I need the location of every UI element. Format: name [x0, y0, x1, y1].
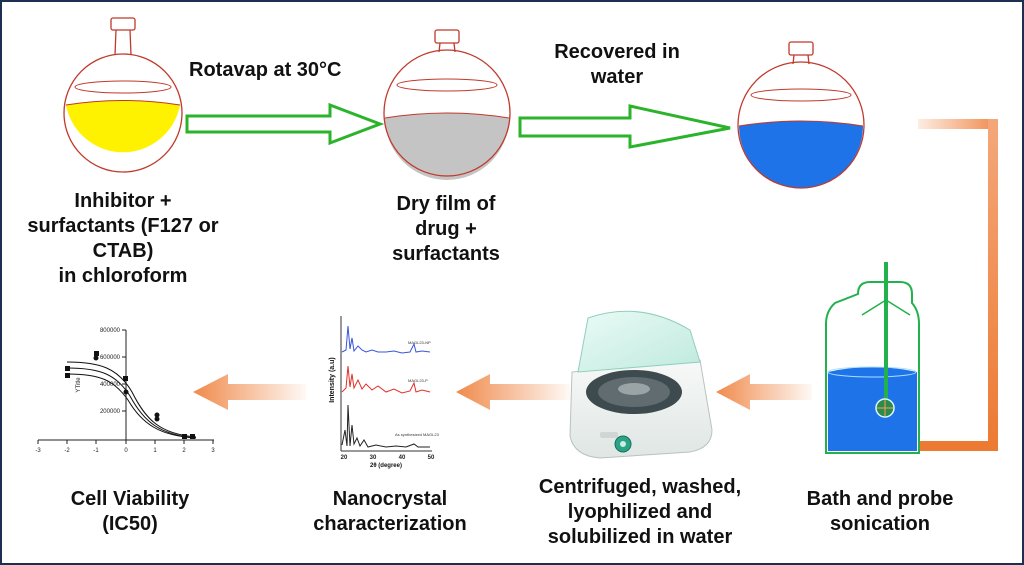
xrd-xtick: 50 [428, 455, 435, 461]
rotavap-label: Rotavap at 30°C [189, 59, 342, 81]
arrow-rotavap [185, 102, 385, 146]
step-label-line: drug + [415, 218, 477, 240]
step-label-line: sonication [829, 513, 930, 535]
xrd-xtick: 20 [341, 455, 348, 461]
viability-curve [66, 367, 197, 439]
viability-point [154, 416, 160, 422]
flask-chloroform-solution [63, 17, 183, 173]
sonication-vessel [825, 262, 920, 454]
centrifuge-icon [569, 310, 713, 459]
step-label-line: (IC50) [102, 513, 158, 535]
viability-plot: 800000 600000 400000 200000 -3 -2 -1 0 1… [35, 328, 215, 454]
arrow-to-centrifuge [716, 374, 812, 410]
viability-xtick: 1 [153, 448, 157, 454]
recovered-label-line: Recovered in [554, 41, 680, 63]
viability-xtick: 0 [124, 448, 128, 454]
xrd-ylabel: Intensity (a.u) [329, 357, 336, 403]
xrd-trace-as-synth [341, 404, 430, 448]
viability-point [94, 351, 99, 356]
viability-point [154, 412, 160, 418]
step-label-line: surfactants [392, 243, 500, 265]
viability-curve [66, 361, 197, 438]
sonication-water [828, 367, 917, 451]
arrow-recover-in-water [518, 104, 731, 149]
step-label-line: in chloroform [58, 265, 188, 287]
step-label-line: Inhibitor + [74, 190, 172, 212]
connector-to-sonication [918, 119, 998, 451]
step-label-line: surfactants (F127 or [27, 215, 219, 237]
step-centrifuge-label: Centrifuged, washed, lyophilized and sol… [508, 475, 772, 550]
step-inhibitor-label: Inhibitor + surfactants (F127 or CTAB) i… [0, 189, 246, 289]
recovered-label-line: water [590, 66, 644, 88]
arrow-to-characterization [456, 374, 570, 410]
viability-ylabel: YTitle [76, 377, 82, 393]
step-label-line: Bath and probe [806, 488, 954, 510]
viability-point [182, 434, 187, 439]
xrd-trace-p [341, 365, 431, 394]
viability-xtick: -1 [93, 448, 99, 454]
grey-film [385, 113, 509, 180]
step-label-line: solubilized in water [547, 526, 733, 548]
viability-point [123, 376, 128, 381]
viability-xtick: 2 [182, 448, 186, 454]
step-label-line: Centrifuged, washed, [538, 476, 742, 498]
blue-water [739, 121, 863, 188]
flask-dry-film [383, 29, 511, 180]
step-label-line: Nanocrystal [332, 488, 448, 510]
step-label-line: Dry film of [396, 193, 496, 215]
flask-water-suspension [737, 41, 865, 189]
step-label-line: Cell Viability [70, 488, 190, 510]
xrd-label-p: MAGL23-P [408, 378, 428, 383]
step-sonication-label: Bath and probe sonication [780, 487, 980, 537]
viability-xtick: 3 [211, 448, 215, 454]
yellow-solution [66, 100, 180, 153]
viability-xtick: -3 [35, 448, 41, 454]
step-label-line: characterization [313, 513, 467, 535]
viability-ytick: 200000 [100, 409, 121, 415]
viability-point [123, 389, 129, 395]
xrd-xtick: 40 [399, 455, 406, 461]
xrd-trace-np [341, 325, 431, 354]
step-dry-film-label: Dry film of drug + surfactants [360, 192, 532, 267]
xrd-label-np: MAGL23-NP [408, 340, 431, 345]
arrow-to-viability [193, 374, 306, 410]
step-label-line: CTAB) [92, 240, 154, 262]
viability-curve [66, 373, 197, 439]
step-characterization-label: Nanocrystal characterization [300, 487, 480, 537]
viability-ytick: 400000 [100, 382, 121, 388]
step-viability-label: Cell Viability (IC50) [40, 487, 220, 537]
viability-xtick: -2 [64, 448, 70, 454]
xrd-label-as-synth: As synthesized MAGL23 [395, 432, 440, 437]
xrd-plot: MAGL23-NP MAGL23-P As synthesized MAGL23… [329, 316, 440, 469]
xrd-xlabel: 2θ (degree) [370, 463, 402, 469]
viability-point [93, 355, 99, 361]
viability-point [65, 366, 70, 371]
recovered-label: Recovered in water [527, 40, 707, 90]
step-label-line: lyophilized and [567, 501, 713, 523]
xrd-xtick: 30 [370, 455, 377, 461]
viability-point [190, 434, 195, 439]
viability-point [65, 373, 70, 378]
viability-ytick: 800000 [100, 328, 121, 334]
viability-ytick: 600000 [100, 355, 121, 361]
